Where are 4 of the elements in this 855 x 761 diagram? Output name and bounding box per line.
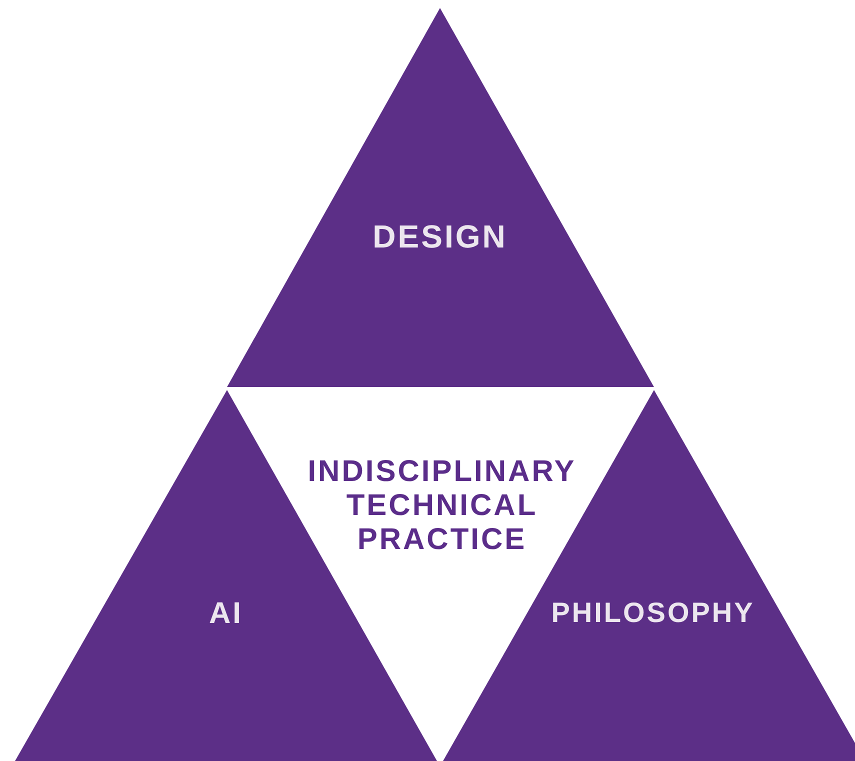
triangle-label: INDISCIPLINARY TECHNICAL PRACTICE (306, 455, 578, 557)
triangle-label: PHILOSOPHY (551, 597, 755, 629)
triangle-label: AI (209, 597, 243, 631)
triangle-label: DESIGN (372, 218, 508, 256)
